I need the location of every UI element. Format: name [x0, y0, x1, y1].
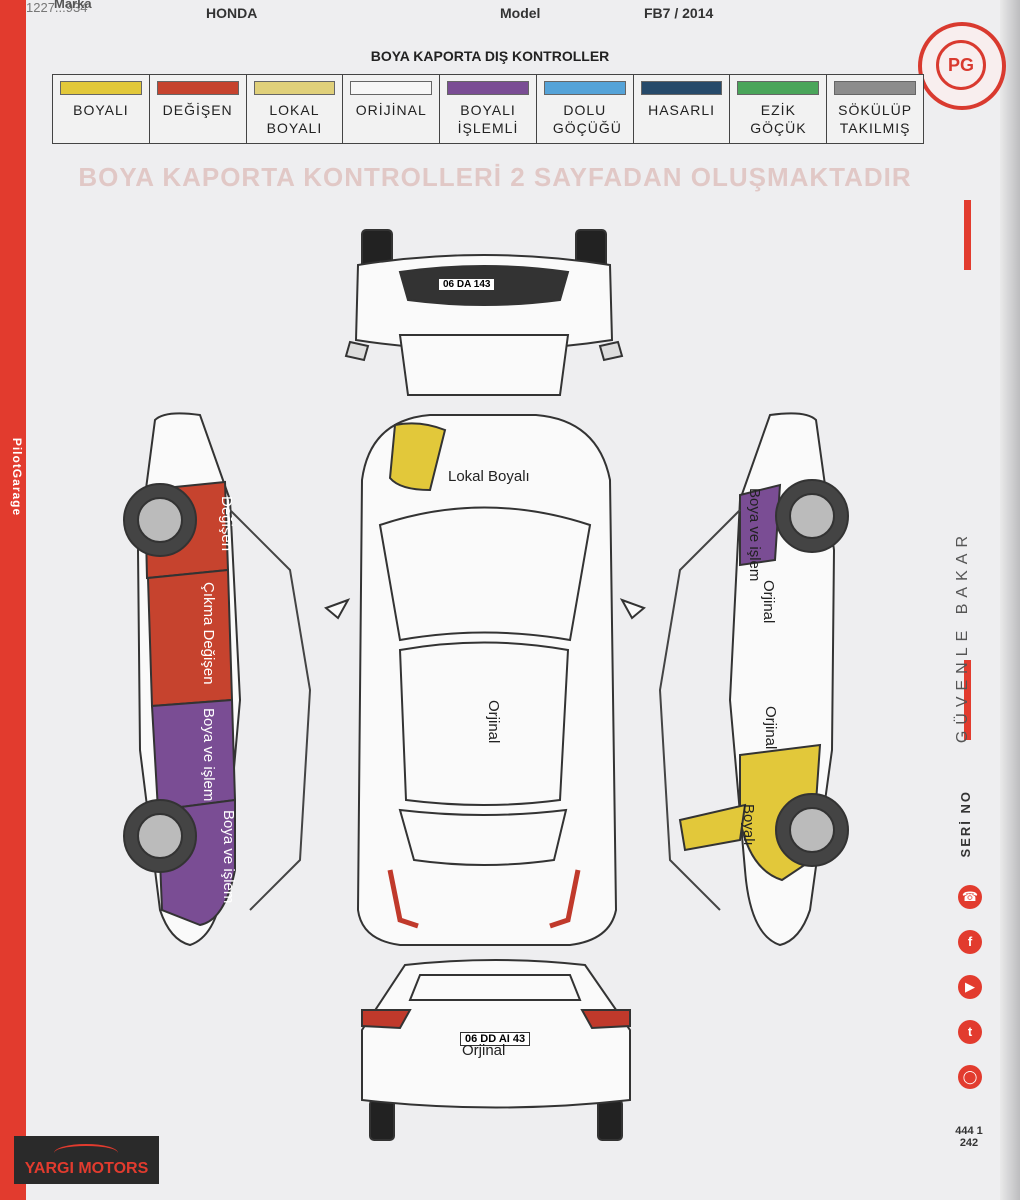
logo-car-arc	[54, 1144, 118, 1162]
document-code: 1227...934	[26, 0, 88, 15]
legend-swatch	[253, 81, 336, 95]
legend-swatch	[640, 81, 723, 95]
strip-bar	[964, 660, 971, 740]
note-right-quarter: Boyalı	[740, 804, 757, 846]
note-left-rear-door: Boya ve işlem	[200, 708, 217, 802]
legend-label: BOYALI İŞLEMLİ	[457, 102, 519, 136]
legend-item: DOLU GÖÇÜĞÜ	[537, 75, 634, 143]
instagram-icon: ◯	[958, 1065, 982, 1089]
phone-number: 444 1 242	[955, 1125, 983, 1149]
slogan-text: GÜVENLE BAKAR	[954, 530, 971, 744]
legend-swatch	[543, 81, 626, 95]
rear-license-plate: 06 DD AI 43	[460, 1032, 531, 1046]
note-rear: Orjinal	[462, 1042, 506, 1059]
note-right-fender: Boya ve işlem	[746, 488, 763, 582]
legend-item: ORİJİNAL	[343, 75, 441, 143]
front-license-plate: 06 DA 143	[438, 278, 496, 291]
marka-label: Marka	[54, 0, 92, 11]
model-label: Model	[500, 5, 541, 21]
left-brand-strip: PilotGarage	[0, 0, 26, 1200]
note-hood: Lokal Boyalı	[448, 468, 530, 485]
left-side-view	[123, 412, 312, 947]
legend-item: BOYALI	[53, 75, 150, 143]
section-title: BOYA KAPORTA DIŞ KONTROLLER	[370, 48, 610, 64]
car-diagram: 06 DA 143 06 DD AI 43 Lokal Boyalı Orjin…	[100, 220, 880, 1160]
dealer-logo-text: YARGI MOTORS	[24, 1160, 149, 1177]
legend-swatch	[447, 81, 529, 95]
serial-label: SERİ NO	[958, 790, 973, 858]
note-right-rear-door: Orjinal	[762, 706, 779, 750]
legend-swatch	[737, 81, 820, 95]
legend-item: SÖKÜLÜP TAKILMIŞ	[827, 75, 923, 143]
legend-swatch	[60, 81, 142, 95]
twitter-icon: t	[958, 1020, 982, 1044]
note-left-fender: Değişen	[218, 496, 235, 552]
legend-label: ORİJİNAL	[355, 102, 427, 118]
legend-item: HASARLI	[634, 75, 731, 143]
strip-bar	[964, 200, 971, 270]
marka-value: HONDA	[206, 5, 258, 21]
dealer-logo: YARGI MOTORS	[14, 1136, 159, 1184]
legend-swatch	[350, 81, 433, 95]
legend-label: DOLU GÖÇÜĞÜ	[552, 102, 622, 136]
whatsapp-icon: ☎	[958, 885, 982, 909]
note-right-front-door: Orjinal	[760, 580, 777, 624]
legend-label: BOYALI	[73, 102, 129, 118]
note-left-front-door: Çıkma Değişen	[200, 582, 217, 685]
car-outline-svg	[123, 229, 849, 1141]
facebook-icon: f	[958, 930, 982, 954]
legend-label: LOKAL BOYALI	[266, 102, 323, 136]
note-roof: Orjinal	[485, 700, 502, 744]
legend-label: HASARLI	[648, 102, 716, 118]
two-page-notice: BOYA KAPORTA KONTROLLERİ 2 SAYFADAN OLUŞ…	[78, 162, 912, 192]
legend-label: SÖKÜLÜP TAKILMIŞ	[838, 102, 913, 136]
legend-item: LOKAL BOYALI	[247, 75, 344, 143]
youtube-icon: ▶	[958, 975, 982, 999]
legend-item: EZİK GÖÇÜK	[730, 75, 828, 143]
legend-swatch	[834, 81, 917, 95]
legend-label: DEĞİŞEN	[162, 102, 233, 118]
color-legend: BOYALI DEĞİŞEN LOKAL BOYALI ORİJİNAL BOY…	[52, 74, 924, 144]
seal-monogram: PG	[936, 40, 986, 90]
front-view	[344, 229, 624, 396]
right-info-strip: GÜVENLE BAKAR SERİ NO ☎ f ▶ t ◯ 444 1 24…	[952, 180, 1002, 1180]
legend-item: DEĞİŞEN	[150, 75, 247, 143]
note-left-quarter: Boya ve işlem	[220, 810, 237, 904]
legend-item: BOYALI İŞLEMLİ	[440, 75, 537, 143]
legend-label: EZİK GÖÇÜK	[750, 102, 807, 136]
right-side-view	[658, 412, 849, 947]
paper-edge	[1000, 0, 1020, 1200]
top-view	[324, 414, 646, 946]
left-strip-brand: PilotGarage	[10, 437, 24, 517]
legend-swatch	[156, 81, 239, 95]
model-value: FB7 / 2014	[644, 5, 714, 21]
inspection-logo-seal: PG	[918, 22, 1006, 110]
